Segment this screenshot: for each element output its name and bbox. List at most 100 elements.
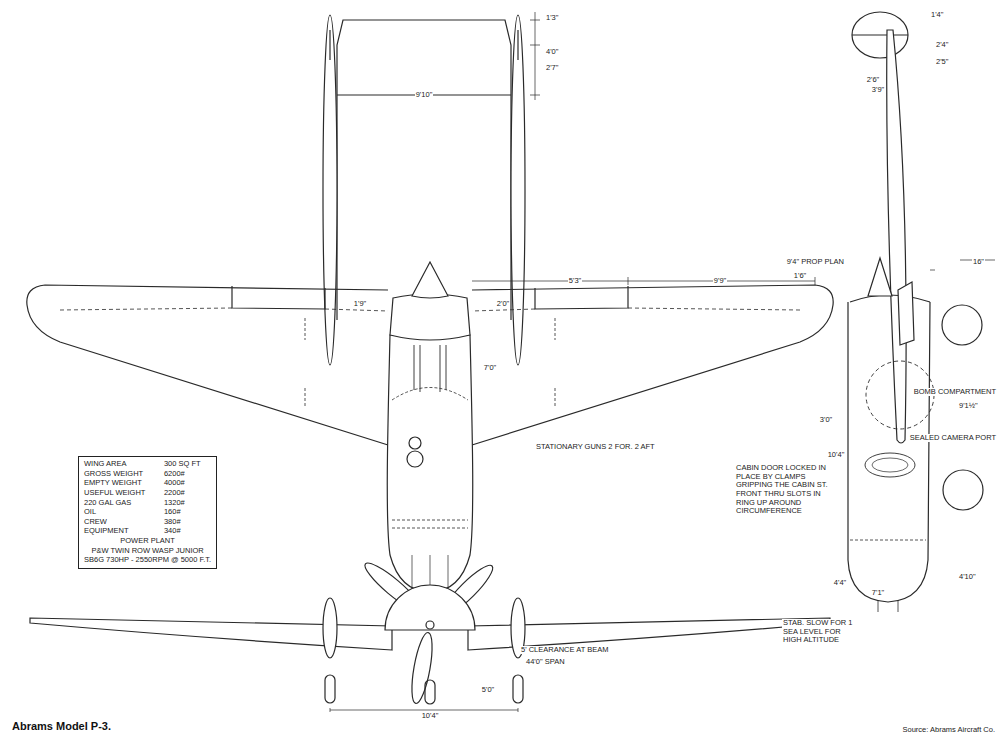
dimension-label: 4'10": [958, 573, 977, 582]
dimension-line: [930, 260, 995, 270]
table-cell: 1320#: [164, 499, 211, 508]
table-cell: WING AREA: [84, 460, 156, 469]
tail-boom-side: [887, 30, 906, 443]
dimension-label: CABIN DOOR LOCKED IN PLACE BY CLAMPS GRI…: [735, 464, 832, 516]
boom-front: [323, 598, 337, 658]
table-cell: 300 SQ FT: [164, 460, 211, 469]
section-circle: [942, 305, 982, 345]
front-view: [30, 558, 830, 712]
dimension-label: 2'4": [935, 41, 949, 50]
dimension-label: BOMB COMPARTMENT: [913, 388, 997, 397]
dimension-label: 10'4": [421, 712, 440, 721]
dimension-label: 5'3": [568, 277, 582, 286]
section-circle: [943, 470, 983, 510]
boom-detail: [329, 30, 330, 60]
table-cell: EMPTY WEIGHT: [84, 479, 156, 488]
right-spar: [472, 308, 800, 311]
dimension-label: 1'4": [930, 11, 944, 20]
dimension-line: [530, 12, 540, 100]
camera-port: [872, 458, 908, 472]
crew-seat: [409, 437, 421, 449]
spinner-side: [868, 258, 892, 296]
dimension-label: 9'4" PROP PLAN: [786, 258, 845, 267]
dimension-label: 5'0": [481, 686, 495, 695]
dimension-label: 1'3": [545, 14, 559, 23]
tail-skid: [878, 600, 898, 612]
table-cell: 380#: [164, 518, 211, 527]
dimension-label: 44'0" SPAN: [525, 658, 566, 667]
spinner: [412, 262, 448, 298]
bulkhead: [850, 540, 926, 541]
table-cell: 4000#: [164, 479, 211, 488]
wheel: [325, 675, 335, 703]
dimension-label: 4'4": [833, 579, 847, 588]
left-spar: [60, 308, 388, 311]
spec-table: WING AREA 300 SQ FT GROSS WEIGHT 6200# EMPTY…: [78, 456, 217, 569]
camera-port: [865, 453, 915, 477]
gun-mounts: [305, 318, 555, 408]
table-cell: 6200#: [164, 470, 211, 479]
canopy: [898, 282, 914, 345]
dimension-label: 9'9": [713, 277, 727, 286]
dimension-label: 3'9": [871, 86, 885, 95]
wheel: [513, 675, 523, 703]
dimension-label: 2'5": [935, 58, 949, 67]
propeller-blade: [408, 631, 436, 705]
left-wing: [27, 285, 388, 445]
dimension-label: 1'6": [793, 272, 807, 281]
table-cell: CREW: [84, 518, 156, 527]
bulkhead: [392, 520, 468, 528]
dimension-label: 7'0": [483, 364, 497, 373]
rudder-hinge: [852, 34, 908, 35]
right-wing: [472, 285, 833, 445]
table-cell: 340#: [164, 527, 211, 536]
prop-hub: [426, 621, 434, 629]
left-wing-front: [30, 618, 392, 650]
figure-caption: Abrams Model P-3.: [12, 720, 111, 732]
tail-boom: [323, 15, 337, 365]
dimension-label: 16": [972, 258, 985, 267]
dimension-label: 9'1½": [958, 402, 979, 411]
dimension-label: STAB. SLOW FOR 1 SEA LEVEL FOR HIGH ALTI…: [782, 619, 854, 645]
dimension-label: 3'0": [819, 416, 833, 425]
side-view: [848, 12, 995, 612]
fuselage-front: [385, 585, 475, 630]
source-credit: Source: Abrams Aircraft Co.: [901, 726, 996, 735]
dimension-label: 9'10": [415, 91, 434, 100]
dimension-label: STATIONARY GUNS 2 FOR. 2 AFT: [535, 443, 656, 452]
dimension-label: 5' CLEARANCE AT BEAM: [520, 646, 609, 655]
table-cell: GROSS WEIGHT: [84, 470, 156, 479]
dimension-label: 4'0": [545, 48, 559, 57]
gun-barrels: [414, 345, 446, 392]
table-cell: SB6G 730HP - 2550RPM @ 5000 F.T.: [84, 556, 211, 565]
boom-detail: [517, 30, 518, 60]
table-cell: POWER PLANT: [84, 537, 211, 546]
cabin-outline: [392, 388, 468, 401]
table-cell: USEFUL WEIGHT: [84, 489, 156, 498]
dimension-label: 2'0": [496, 300, 510, 309]
dimension-label: 7'1": [871, 589, 885, 598]
crew-seat: [407, 451, 423, 467]
vertical-tail: [852, 12, 908, 58]
tail-boom: [511, 15, 525, 365]
table-cell: P&W TWIN ROW WASP JUNIOR: [84, 547, 211, 556]
wheel: [425, 680, 435, 704]
dimension-label: 2'7": [545, 64, 559, 73]
fuselage-side: [848, 302, 930, 602]
left-flap: [232, 286, 325, 309]
dimension-label: 1'9": [353, 300, 367, 309]
fuselage: [387, 335, 472, 592]
engine-cowl: [390, 294, 470, 340]
dimension-line: [472, 277, 815, 285]
table-cell: 220 GAL GAS: [84, 499, 156, 508]
horizontal-tail: [337, 20, 511, 320]
dimension-label: SEALED CAMERA PORT: [909, 434, 997, 443]
table-cell: 2200#: [164, 489, 211, 498]
right-flap: [535, 286, 628, 309]
dimension-label: 10'4": [827, 451, 846, 460]
table-cell: 160#: [164, 508, 211, 517]
dimension-label: 2'6": [866, 76, 880, 85]
table-cell: OIL: [84, 508, 156, 517]
